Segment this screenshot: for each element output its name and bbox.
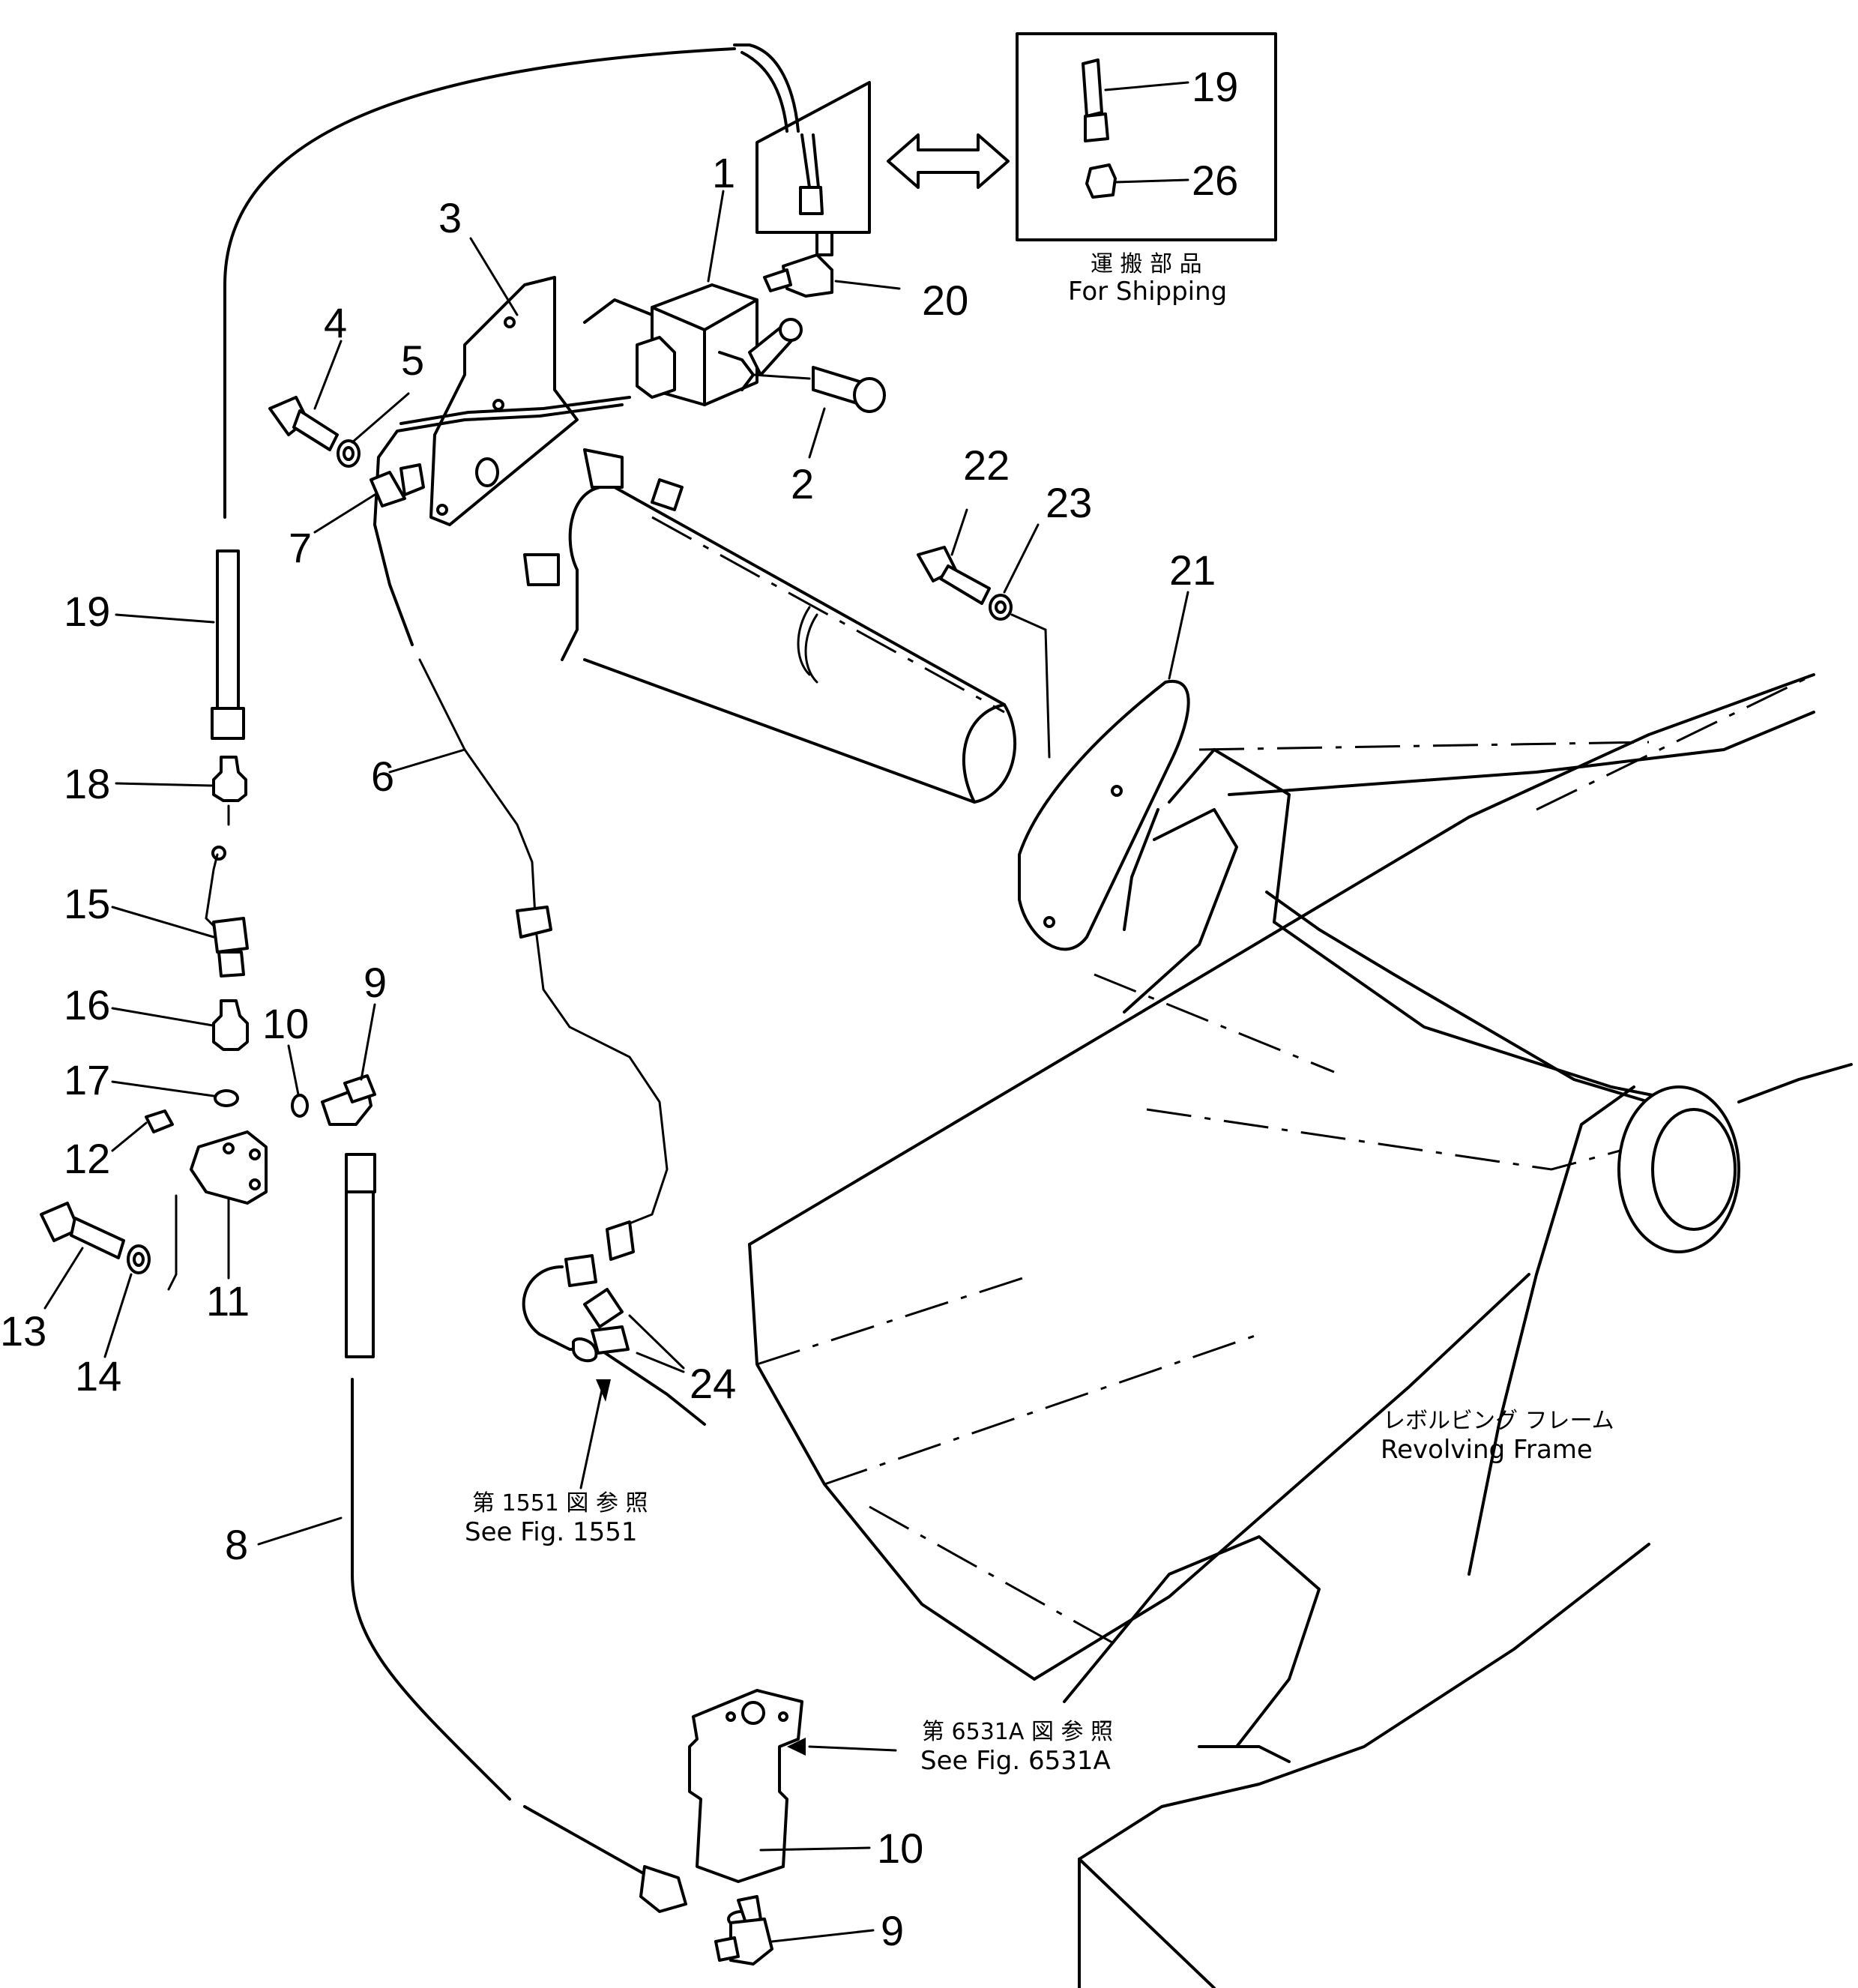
see-fig-1551-jp: 第 1551 図 参 照 xyxy=(472,1490,648,1516)
callout-9-lower: 9 xyxy=(881,1907,904,1954)
bracket-plate-3 xyxy=(429,276,579,526)
callout-2: 2 xyxy=(791,460,814,507)
wire-harness-6 xyxy=(373,396,706,1426)
block-11 xyxy=(190,1130,268,1205)
bolt-4 xyxy=(268,396,361,468)
shipping-en-label: For Shipping xyxy=(1068,277,1227,307)
bolt-22 xyxy=(917,546,1051,759)
adapter-18 xyxy=(212,756,247,826)
callout-26: 26 xyxy=(1192,157,1238,204)
bolt-13 xyxy=(40,1194,178,1291)
elbow-9-lower xyxy=(714,1895,773,1966)
callout-24: 24 xyxy=(690,1360,736,1407)
plate-21 xyxy=(1018,679,1190,951)
callout-14: 14 xyxy=(75,1352,121,1400)
callout-9-upper: 9 xyxy=(364,959,387,1006)
callout-19-left: 19 xyxy=(64,588,110,635)
switch-assembly-1 xyxy=(583,231,886,413)
cylinder-drawing xyxy=(523,448,1016,804)
callout-10-upper: 10 xyxy=(262,1000,309,1047)
see-fig-6531a-en: See Fig. 6531A xyxy=(920,1746,1111,1776)
callout-numbers: 1 2 3 4 5 6 7 8 9 9 10 10 11 12 13 14 15… xyxy=(0,63,1238,1954)
revolving-frame-drawing xyxy=(748,673,1853,1988)
callout-17: 17 xyxy=(64,1056,110,1103)
hose-loop-top xyxy=(223,43,800,519)
valve-15 xyxy=(205,846,249,978)
reference-labels: 第 1551 図 参 照 See Fig. 1551 第 6531A 図 参 照… xyxy=(465,1408,1614,1776)
adapter-16 xyxy=(212,999,249,1051)
revolving-frame-en: Revolving Frame xyxy=(1381,1435,1593,1465)
callout-18: 18 xyxy=(64,760,110,807)
hose-19-left xyxy=(211,549,245,740)
hose-end-box xyxy=(755,81,871,234)
callout-15: 15 xyxy=(64,880,110,927)
callout-23: 23 xyxy=(1046,479,1092,526)
callout-7: 7 xyxy=(289,524,312,571)
washer-14 xyxy=(127,1244,151,1274)
leader-lines xyxy=(43,190,1189,1943)
revolving-frame-jp: レボルビング フレーム xyxy=(1383,1408,1614,1434)
callout-20: 20 xyxy=(922,277,968,324)
oring-17 xyxy=(214,1089,239,1107)
callout-8: 8 xyxy=(225,1521,248,1568)
oring-10-upper xyxy=(291,1094,309,1118)
clamp-7 xyxy=(370,463,425,507)
see-fig-6531a-jp: 第 6531A 図 参 照 xyxy=(922,1719,1113,1745)
callout-13: 13 xyxy=(0,1307,46,1355)
callout-5: 5 xyxy=(401,337,424,384)
callout-16: 16 xyxy=(64,981,110,1028)
callout-4: 4 xyxy=(324,299,347,346)
callout-10-lower: 10 xyxy=(877,1825,923,1872)
shipping-jp-label: 運 搬 部 品 xyxy=(1091,251,1202,277)
callout-11: 11 xyxy=(206,1277,250,1325)
hose-8 xyxy=(345,1153,687,1913)
callout-3: 3 xyxy=(438,194,462,241)
valve-block-6531a xyxy=(688,1689,803,1883)
fitting-12 xyxy=(145,1109,174,1133)
callout-19-box: 19 xyxy=(1192,63,1238,110)
see-fig-1551-en: See Fig. 1551 xyxy=(465,1517,637,1547)
shipping-parts-box: 運 搬 部 品 For Shipping xyxy=(1016,32,1277,307)
callout-6: 6 xyxy=(371,753,394,800)
callout-12: 12 xyxy=(64,1135,110,1182)
callout-21: 21 xyxy=(1169,546,1216,594)
callout-22: 22 xyxy=(963,442,1010,489)
elbow-9-upper xyxy=(321,1074,376,1126)
double-arrow xyxy=(887,133,1010,189)
callout-1: 1 xyxy=(712,149,735,196)
